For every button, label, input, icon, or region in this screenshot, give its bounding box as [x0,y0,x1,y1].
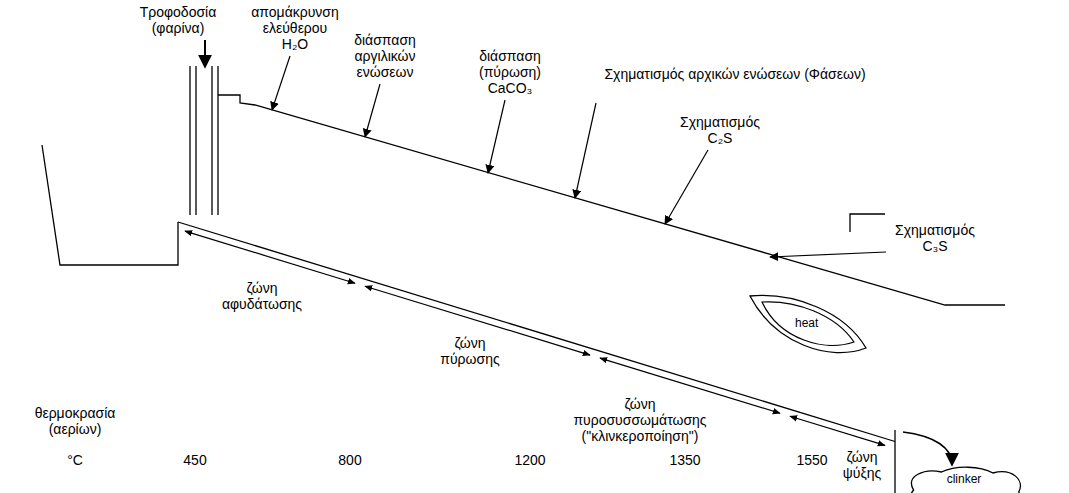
feed-pipe [195,66,196,215]
flame-outer [750,295,866,352]
shape-group [750,295,866,352]
process-note: Σχηματισμός αρχικών ενώσεων (Φάσεων) [585,66,885,82]
housing-outline [42,145,178,265]
temperature-value: 1200 [514,452,545,468]
clinker-pile: clinker [905,468,1023,493]
feed-pipe [217,66,218,215]
temperature-value: 1350 [669,452,700,468]
hood-outline [850,214,885,232]
temperature-value: 450 [183,452,206,468]
process-note: Σχηματισμός C₃S [895,222,975,254]
feed-arrow [204,40,206,66]
flame-inner [762,302,854,346]
node-text: clinker [905,472,1023,486]
heat-flame: heat [750,292,870,356]
zone-arrow [185,231,355,283]
axis-title: θερμοκρασία (αερίων) [35,405,116,437]
pointer-line [575,103,596,198]
feed-pipe [189,66,190,215]
process-note: διάσπαση αργιλικών ενώσεων [354,32,416,80]
pointer-line [272,56,290,110]
zone-label: ζώνη πύρωσης [440,335,499,367]
process-note: Σχηματισμός C₂S [680,114,760,146]
temperature-value: 1550 [796,452,827,468]
process-note: διάσπαση (πύρωση) CaCO₃ [479,48,541,96]
process-note: απομάκρυνση ελεύθερου H₂O [251,4,339,52]
node-text: heat [794,316,819,330]
kiln-bottom-wall [178,222,895,442]
unit-label: °C [67,452,83,468]
text-holder: clinker [905,472,1023,486]
pointer-line [488,100,505,173]
zone-label: ζώνη πυροσυσσωμάτωσης ("κλινκεροποίηση") [573,396,706,444]
pointer-line [770,252,886,257]
discharge-arrow [903,432,952,464]
pointer-line [365,84,380,137]
zone-label: ζώνη αφυδάτωσης [222,280,302,312]
zone-label: ζώνη ψύξης [843,449,881,481]
kiln-top-wall [218,95,1005,305]
feed-label: Τροφοδοσία (φαρίνα) [140,4,217,36]
text-holder: heat [794,316,819,330]
outlet-wall [894,430,895,493]
temperature-value: 800 [338,452,361,468]
zone-arrow [790,416,885,445]
pointer-line [665,150,708,224]
feed-pipe [211,66,212,215]
